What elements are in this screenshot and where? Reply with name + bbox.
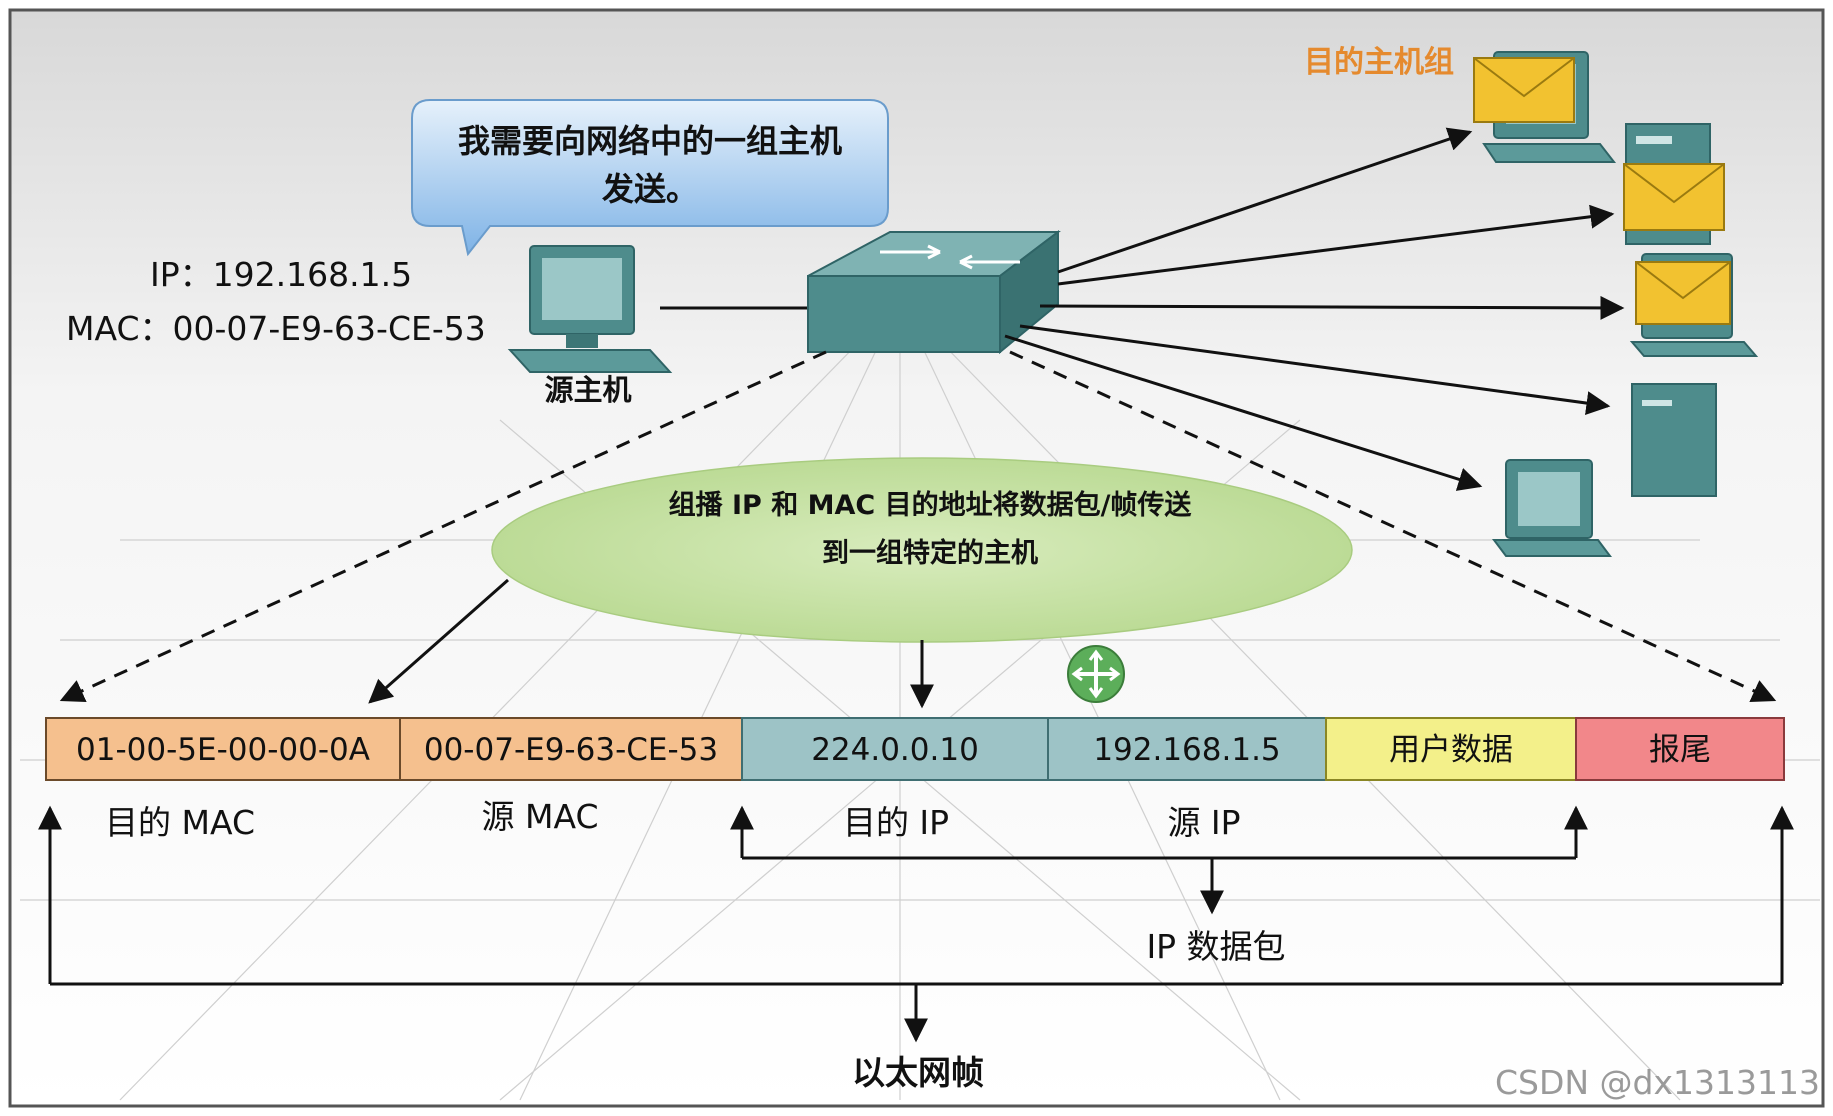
- envelope-icon: [1623, 163, 1725, 231]
- speech-bubble-line2: 发送。: [602, 170, 698, 208]
- caption-dest-mac: 目的 MAC: [105, 803, 255, 842]
- switch-icon: [807, 229, 1061, 355]
- caption-src-mac: 源 MAC: [482, 797, 599, 836]
- frame-field-dest-mac-value: 01-00-5E-00-00-0A: [76, 732, 370, 768]
- frame-field-trailer-value: 报尾: [1649, 732, 1711, 768]
- ethernet-frame-bracket: [38, 805, 1794, 1043]
- dashed-line-left: [59, 350, 827, 702]
- multicast-note-ellipse: 组播 IP 和 MAC 目的地址将数据包/帧传送 到一组特定的主机: [491, 457, 1353, 643]
- move-cursor-icon: [1067, 645, 1125, 703]
- ethernet-frame-label: 以太网帧: [852, 1053, 984, 1092]
- frame-field-src-mac-value: 00-07-E9-63-CE-53: [424, 732, 718, 768]
- frame-field-trailer: [1575, 717, 1785, 781]
- envelope-icon: [1635, 261, 1731, 325]
- source-host-label: 源主机: [544, 373, 631, 407]
- dest-host-5-computer-icon: [1492, 459, 1612, 557]
- frame-field-dest-ip-value: 224.0.0.10: [811, 732, 979, 768]
- ethernet-frame-bar: 01-00-5E-00-00-0A 00-07-E9-63-CE-53 224.…: [45, 717, 1785, 781]
- source-mac-text: MAC：00-07-E9-63-CE-53: [66, 309, 486, 348]
- ellipse-arrow-dest-mac: [368, 578, 509, 704]
- speech-bubble-line1: 我需要向网络中的一组主机: [458, 122, 842, 160]
- dest-group-label: 目的主机组: [1304, 45, 1454, 80]
- caption-src-ip: 源 IP: [1167, 803, 1240, 842]
- ip-packet-label: IP 数据包: [1146, 927, 1285, 966]
- speech-bubble: 我需要向网络中的一组主机 发送。: [411, 99, 889, 257]
- frame-field-src-ip-value: 192.168.1.5: [1093, 732, 1280, 768]
- csdn-watermark: CSDN @dx1313113: [1495, 1063, 1820, 1102]
- caption-dest-ip: 目的 IP: [843, 803, 949, 842]
- source-computer-icon: [507, 245, 673, 373]
- frame-field-src-mac: [399, 717, 743, 781]
- ellipse-note-line1: 组播 IP 和 MAC 目的地址将数据包/帧传送: [669, 489, 1192, 521]
- ellipse-note-line2: 到一组特定的主机: [822, 537, 1038, 569]
- frame-field-dest-mac: [45, 717, 401, 781]
- frame-field-user-data: [1325, 717, 1577, 781]
- frame-field-user-data-value: 用户数据: [1389, 732, 1513, 768]
- frame-field-dest-ip: [741, 717, 1049, 781]
- envelope-icon: [1473, 57, 1575, 123]
- dashed-line-right: [1009, 350, 1777, 702]
- ip-packet-bracket: [730, 805, 1588, 915]
- frame-field-src-ip: [1047, 717, 1327, 781]
- dest-host-4-server-icon: [1631, 383, 1717, 497]
- source-ip-text: IP：192.168.1.5: [150, 255, 412, 294]
- multicast-arrows: [1004, 127, 1625, 491]
